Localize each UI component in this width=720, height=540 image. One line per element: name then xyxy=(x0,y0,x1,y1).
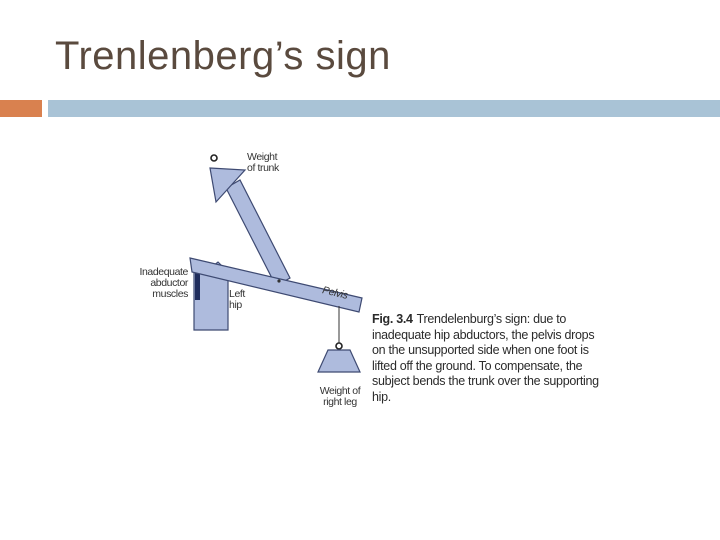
label-weight-of-right-leg: Weight of right leg xyxy=(319,385,361,408)
trendelenburg-diagram: Weight of trunk Inadequate abductor musc… xyxy=(130,140,370,430)
leg-weight-ring xyxy=(335,342,343,350)
label-weight-of-trunk: Weight of trunk xyxy=(247,151,279,174)
leg-weight-block xyxy=(317,349,361,373)
diagram-svg xyxy=(189,154,363,373)
caption-figure-number: Fig. 3.4 xyxy=(372,312,413,326)
caption-text: Trendelenburg’s sign: due to inadequate … xyxy=(372,312,599,404)
trunk-bar xyxy=(225,179,291,287)
trunk-weight-ring xyxy=(210,154,218,162)
slide-title: Trenlenberg’s sign xyxy=(55,34,391,78)
pelvis-pivot xyxy=(277,279,281,283)
label-left-hip: Left hip xyxy=(229,288,245,311)
pelvis-bar xyxy=(189,257,363,313)
abductor-muscle xyxy=(195,272,200,300)
accent-bar-orange xyxy=(0,100,42,117)
trunk-weight-block xyxy=(209,167,247,204)
accent-bar-blue xyxy=(48,100,720,117)
label-abductor-muscles: Inadequate abductor muscles xyxy=(139,266,188,300)
